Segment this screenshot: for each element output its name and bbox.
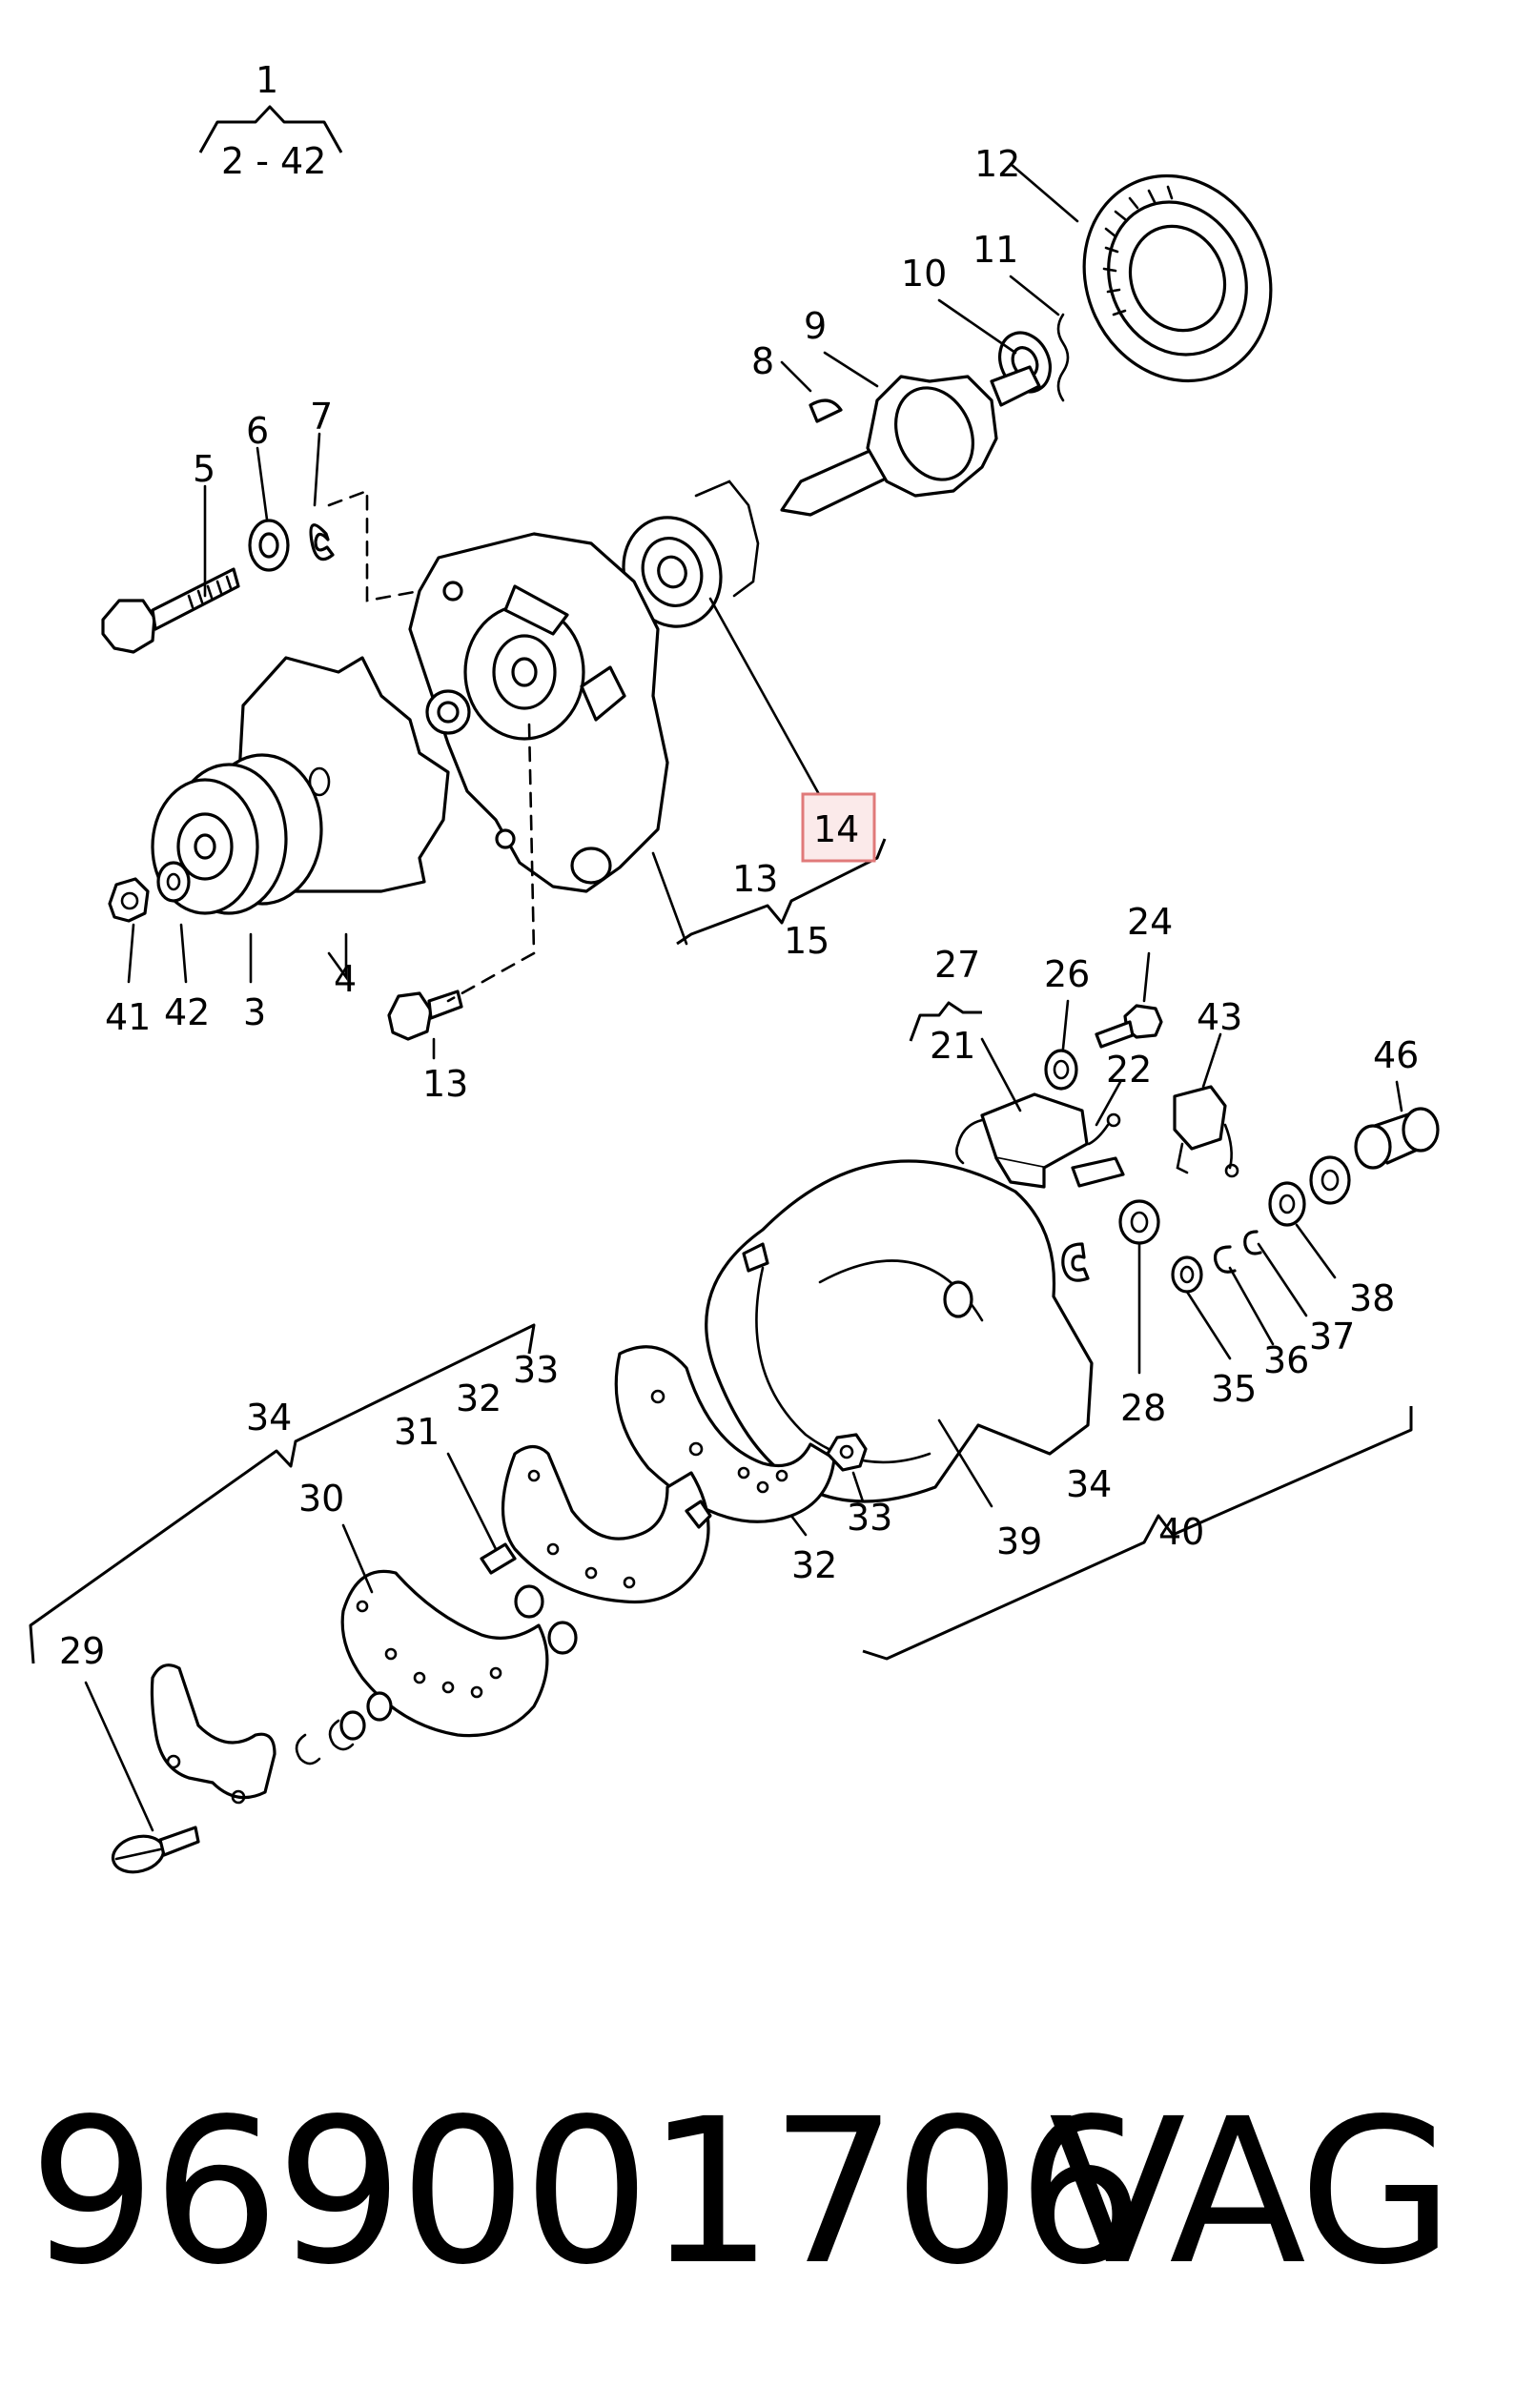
label-21: 21: [930, 1025, 975, 1067]
nut-33-part: [826, 1433, 868, 1472]
label-36: 36: [1263, 1339, 1309, 1381]
label-24: 24: [1127, 901, 1173, 943]
part-number: 969001706: [29, 2075, 1144, 2309]
assembly-guide-lines: [327, 489, 536, 1003]
label-13-housing: 13: [732, 858, 778, 900]
label-33-top: 33: [513, 1349, 559, 1391]
washer-28-part: [1118, 1199, 1160, 1245]
label-34-left: 34: [246, 1397, 292, 1439]
front-bearing-part: [622, 516, 723, 628]
label-32-bottom: 32: [791, 1544, 837, 1586]
group-header: 1 2 - 42: [198, 59, 343, 182]
lock-washer-7-part: [309, 523, 335, 561]
label-4: 4: [334, 958, 357, 1000]
label-38: 38: [1349, 1277, 1395, 1319]
screw-24-part: [1095, 1004, 1163, 1049]
bracket-40: [862, 1406, 1413, 1661]
footer: 969001706 VAG: [0, 2050, 1515, 2336]
pulley-part: [151, 753, 323, 915]
bracket-34-left: [29, 1323, 536, 1664]
through-bolt-part: [101, 567, 240, 654]
label-33-bottom: 33: [847, 1497, 892, 1539]
label-8: 8: [751, 340, 774, 382]
group-number: 1: [256, 59, 278, 101]
rotor-part: [780, 365, 1041, 517]
washer-26-part: [1044, 1049, 1078, 1091]
label-32-top: 32: [456, 1377, 502, 1419]
group-range: 2 - 42: [221, 140, 326, 182]
label-40: 40: [1158, 1511, 1204, 1553]
retaining-clip-part: [1061, 1242, 1090, 1282]
label-27: 27: [934, 944, 980, 986]
label-15: 15: [784, 920, 829, 962]
label-10: 10: [901, 253, 947, 295]
slip-ring-end-housing-part: [705, 1159, 1094, 1503]
brand-name: VAG: [1049, 2075, 1454, 2309]
diode-31-part: [480, 1542, 517, 1575]
label-26: 26: [1044, 953, 1090, 995]
washer-6-part: [248, 519, 290, 572]
spring-washer-42-part: [156, 861, 191, 903]
label-9: 9: [804, 305, 827, 347]
stator-part: [1082, 173, 1273, 383]
leader-lines: [84, 162, 1403, 1832]
drive-end-housing-part: [408, 532, 669, 893]
brush-22-part: [1071, 1156, 1125, 1188]
label-14: 14: [813, 808, 859, 850]
label-42: 42: [164, 991, 210, 1033]
woodruff-key-part: [809, 398, 843, 423]
bracket-29-part: [150, 1663, 276, 1805]
label-22: 22: [1106, 1049, 1152, 1091]
bracket-27: [909, 1001, 982, 1042]
sleeve-46-part: [1354, 1107, 1440, 1170]
spring-washer-part: [1056, 313, 1070, 402]
bearing-retainer-part: [694, 480, 760, 598]
spring-washer-37-part: [1243, 1230, 1262, 1255]
label-31: 31: [394, 1411, 440, 1453]
label-35: 35: [1211, 1368, 1257, 1410]
label-3: 3: [243, 991, 266, 1033]
bracket-15: [676, 838, 887, 946]
rectifier-plate-33-part: [502, 1444, 712, 1604]
label-11: 11: [972, 229, 1018, 271]
label-7: 7: [310, 396, 333, 438]
circlips-part: [295, 1719, 355, 1765]
label-13-screw: 13: [422, 1063, 468, 1105]
label-43: 43: [1197, 996, 1242, 1038]
label-39: 39: [996, 1520, 1042, 1562]
label-41: 41: [105, 996, 151, 1038]
small-nuts-part: [339, 1584, 578, 1741]
label-29: 29: [59, 1630, 105, 1672]
label-5: 5: [193, 448, 215, 490]
label-30: 30: [298, 1478, 344, 1520]
highlighted-part-box[interactable]: [801, 792, 876, 863]
label-46: 46: [1373, 1034, 1419, 1076]
label-34-right: 34: [1066, 1463, 1112, 1505]
label-37: 37: [1309, 1316, 1355, 1357]
washer-35-part: [1171, 1255, 1203, 1294]
brush-holder-21-part: [955, 1092, 1089, 1189]
nut-38b-part: [1309, 1155, 1351, 1205]
label-6: 6: [246, 410, 269, 452]
rectifier-plate-32-part: [614, 1345, 836, 1523]
nut-41-part: [108, 877, 150, 923]
part-labels: 3 4 5 6 7 8 9 10 11 12 13 13 13 14 15 21…: [59, 143, 1419, 1672]
terminal-43-part: [1173, 1085, 1239, 1178]
nut-38-part: [1268, 1181, 1306, 1227]
screw-29-part: [111, 1826, 200, 1874]
spring-washer-36-part: [1213, 1245, 1237, 1274]
label-12: 12: [974, 143, 1020, 185]
label-28: 28: [1120, 1387, 1166, 1429]
